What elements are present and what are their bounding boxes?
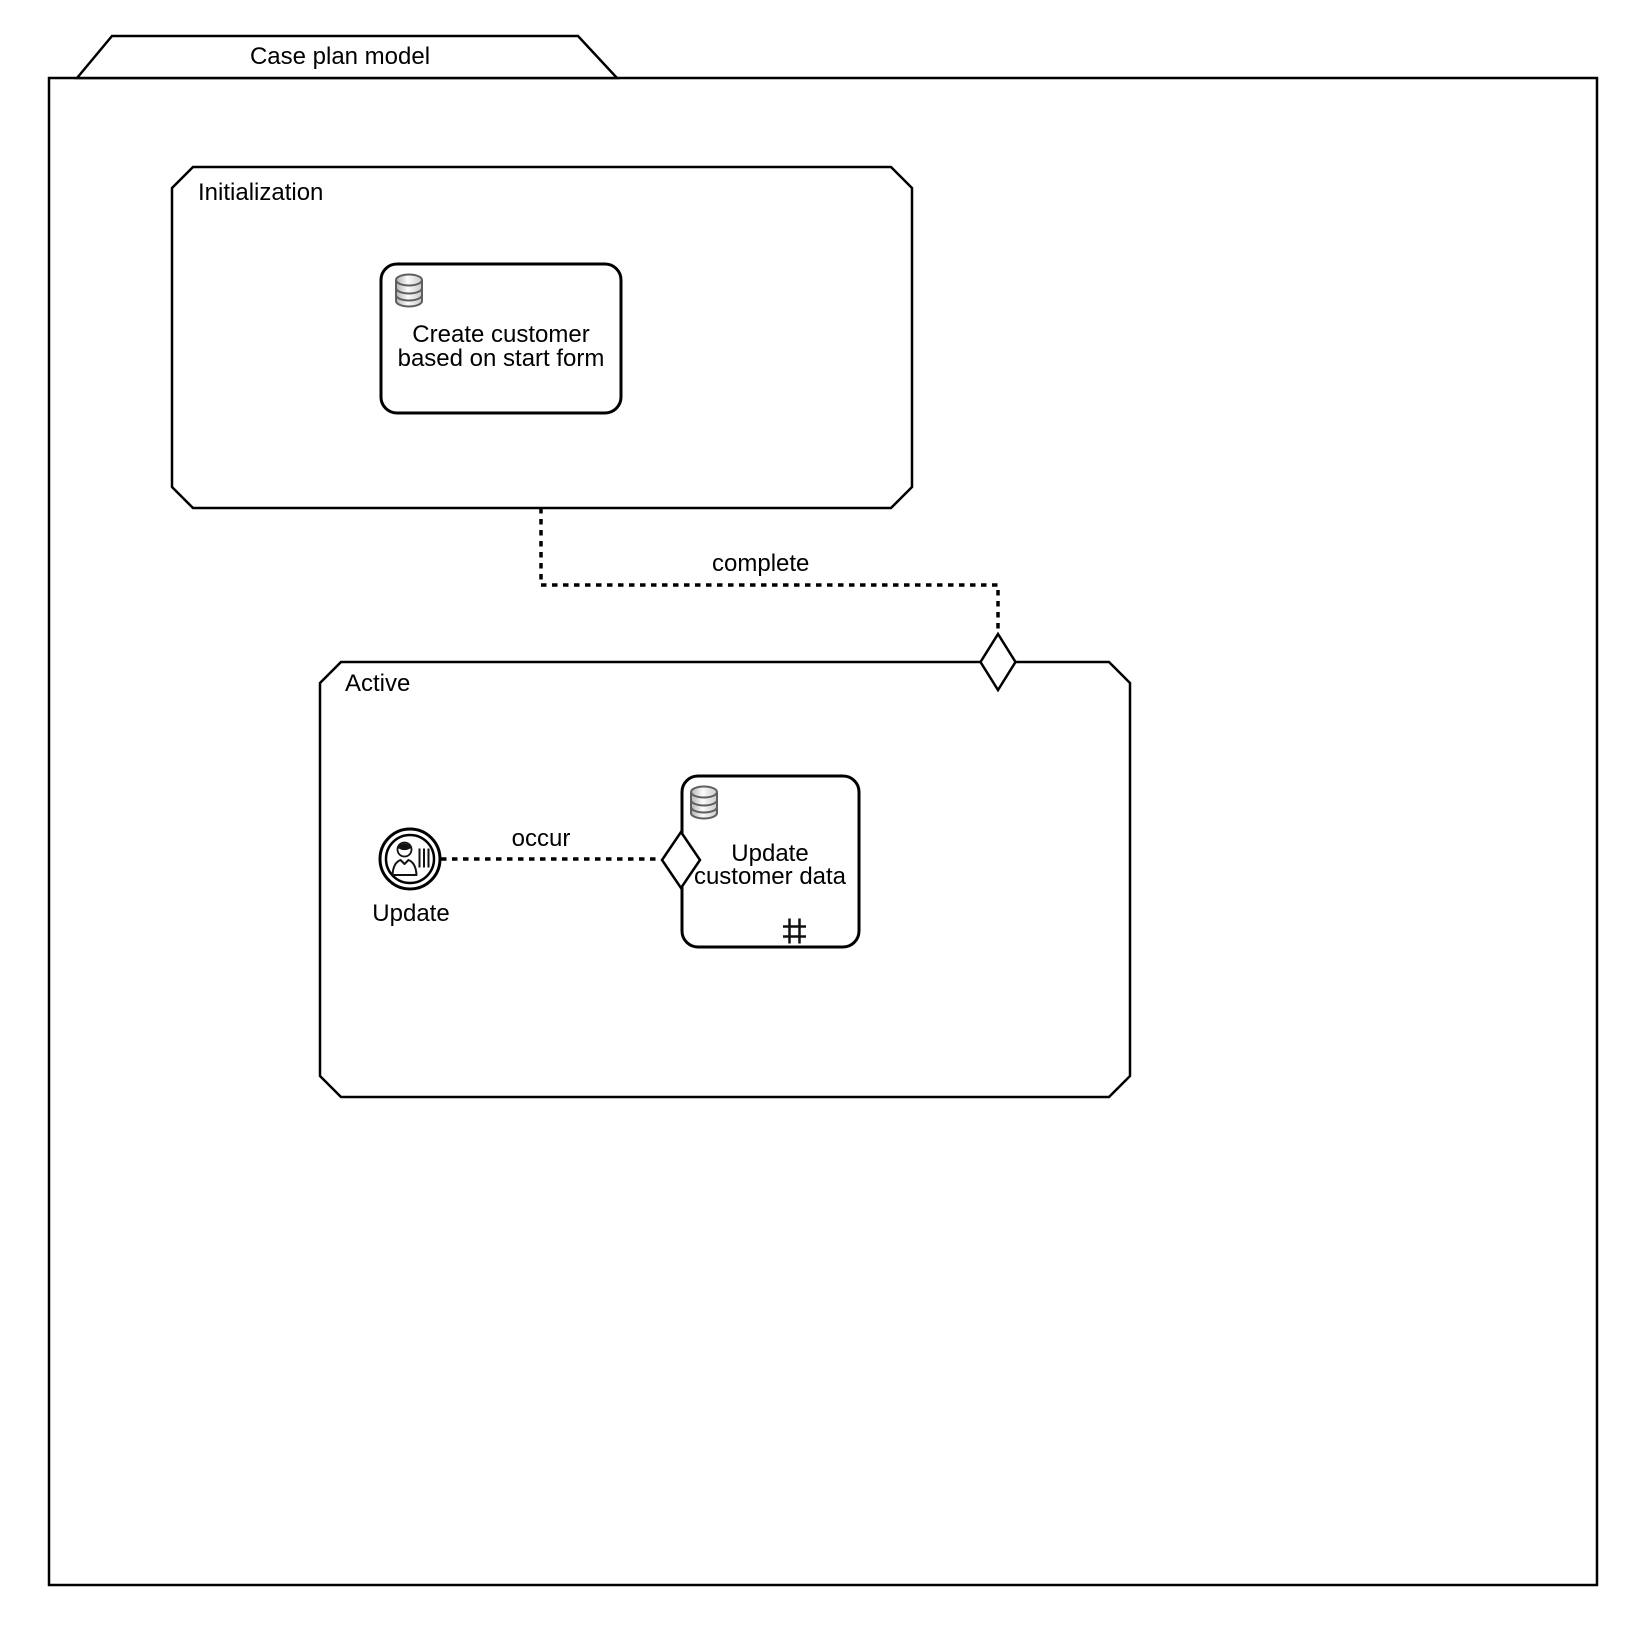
task-update-customer-data: Update customer data (680, 774, 861, 949)
task-create-customer: Create customer based on start form (379, 262, 623, 415)
case-plan-title: Case plan model (250, 43, 430, 70)
event-listener-update-label: Update (372, 900, 449, 927)
database-icon (690, 785, 718, 820)
entry-sentry-update-customer-data[interactable] (660, 829, 702, 891)
case-plan-tab[interactable] (74, 34, 620, 80)
stage-initialization-label: Initialization (198, 179, 323, 206)
task-create-customer-label-line2: based on start form (398, 345, 605, 372)
connector-complete-label: complete (712, 550, 809, 577)
stage-active-label: Active (345, 670, 410, 697)
connector-complete-line[interactable] (539, 508, 1000, 632)
connector-occur: occur (441, 825, 660, 861)
stage-active: Active Update Update customer data (318, 660, 1132, 1099)
connector-occur-label: occur (512, 825, 571, 852)
database-icon (395, 273, 423, 308)
stage-initialization: Initialization Create customer based on … (170, 165, 914, 510)
user-event-listener-icon (391, 841, 430, 876)
entry-sentry-active[interactable] (979, 631, 1017, 693)
task-update-customer-data-label-line2: customer data (694, 863, 847, 890)
task-create-customer-label-line1: Create customer (412, 321, 589, 348)
task-update-customer-data-label-line1: Update (731, 840, 808, 867)
connector-complete: complete (539, 508, 1000, 632)
task-create-customer-shape[interactable] (379, 262, 623, 415)
repetition-marker-icon (783, 918, 806, 944)
event-listener-update: Update (372, 827, 450, 927)
